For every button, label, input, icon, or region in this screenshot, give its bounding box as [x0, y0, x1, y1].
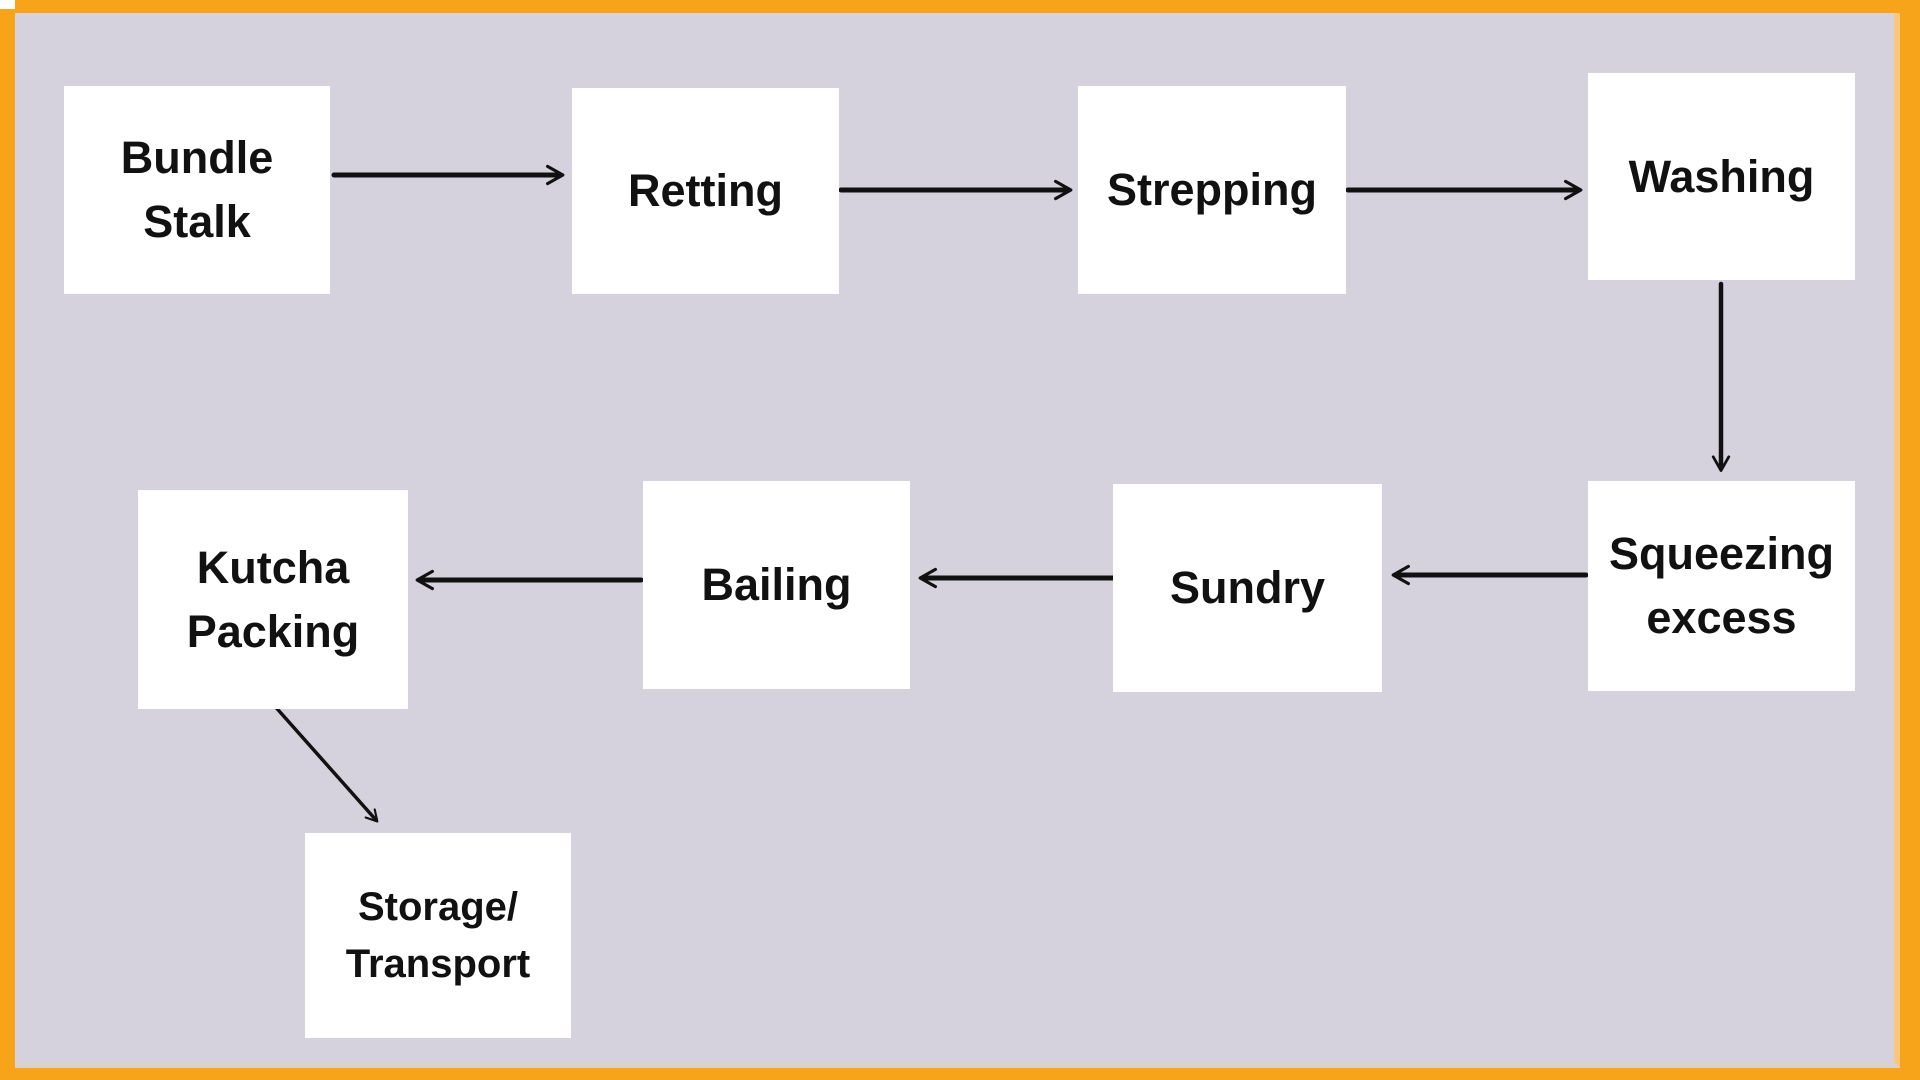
node-washing: Washing: [1588, 73, 1855, 280]
corner-notch: [0, 0, 15, 9]
node-kutcha-packing: Kutcha Packing: [138, 490, 408, 709]
node-bundle-stalk: Bundle Stalk: [64, 86, 330, 294]
node-storage-transport: Storage/ Transport: [305, 833, 571, 1038]
node-retting: Retting: [572, 88, 839, 294]
node-bailing: Bailing: [643, 481, 910, 689]
node-strepping: Strepping: [1078, 86, 1346, 294]
node-squeezing-excess: Squeezing excess: [1588, 481, 1855, 691]
node-sundry: Sundry: [1113, 484, 1382, 692]
